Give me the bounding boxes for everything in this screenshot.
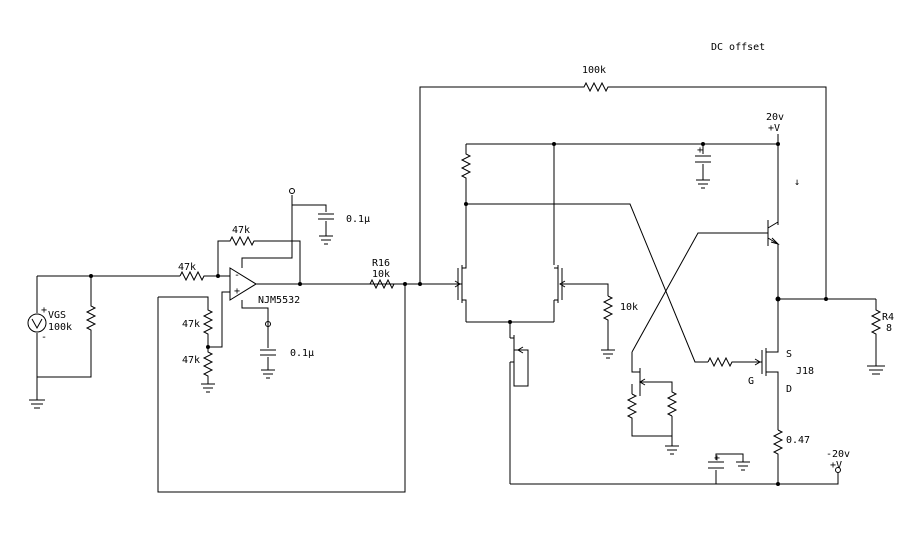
j18-fet	[707, 299, 779, 430]
divider-top-label: 47k	[182, 319, 200, 330]
opamp-minus-label: -	[234, 270, 240, 281]
cap-top-label: 0.1μ	[346, 214, 370, 225]
r16-resistor	[369, 278, 458, 290]
differential-pair	[454, 144, 708, 484]
trim-resistor-label: 10k	[620, 302, 638, 313]
negative-rail	[510, 429, 841, 486]
load-name-label: R4	[882, 312, 894, 323]
supply-pos-voltage-label: 20v	[766, 112, 784, 123]
feedback-resistor-label: 100k	[582, 65, 606, 76]
divider-bottom-label: 47k	[182, 355, 200, 366]
fet-source-label: S	[786, 349, 792, 360]
decoupling-cap-top	[292, 204, 334, 245]
supply-neg-voltage-label: -20v	[826, 449, 850, 460]
positive-rail	[466, 134, 780, 225]
input-resistor-label: 47k	[178, 262, 196, 273]
cap-plus-2-label: +	[714, 453, 720, 464]
supply-neg-symbol-label: +V	[830, 460, 842, 471]
opamp-feedback-label: 47k	[232, 225, 250, 236]
bias-divider	[157, 284, 406, 493]
source-resistor-label: 0.47	[786, 435, 810, 446]
supply-pos-symbol-label: +V	[768, 123, 780, 134]
source-label: VGS	[48, 310, 66, 321]
output-transistor	[764, 144, 876, 302]
fet-name-label: J18	[796, 366, 814, 377]
decoupling-cap-bottom	[260, 328, 276, 379]
load-value-label: 8	[886, 323, 892, 334]
r16-value-label: 10k	[372, 269, 390, 280]
load-resistor	[867, 299, 885, 375]
fet-drain-label: D	[786, 384, 792, 395]
bias-network	[626, 232, 764, 455]
cap-plus-1-label: +	[697, 145, 703, 156]
cap-bottom-label: 0.1μ	[290, 348, 314, 359]
source-plus-label: +	[41, 305, 47, 316]
r16-name-label: R16	[372, 258, 390, 269]
title-text: DC offset	[711, 42, 765, 53]
fet-gate-label: G	[748, 376, 754, 387]
input-source	[27, 274, 180, 409]
arrow-label: ↓	[794, 177, 800, 188]
source-minus-label: -	[41, 332, 47, 343]
opamp-name-label: NJM5532	[258, 295, 300, 306]
opamp	[206, 188, 405, 349]
opamp-plus-label: +	[234, 286, 240, 297]
source-resistor-label: 100k	[48, 322, 72, 333]
